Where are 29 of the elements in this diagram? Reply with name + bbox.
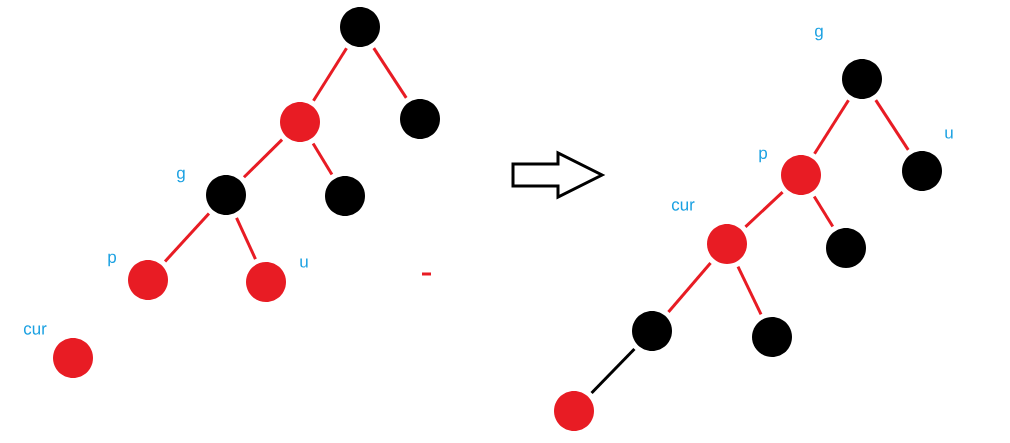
node-label: u xyxy=(945,129,953,139)
tree-node xyxy=(752,317,792,357)
tree-edge xyxy=(874,99,910,151)
tree-edge xyxy=(736,266,763,315)
tree-edge xyxy=(311,142,334,176)
node-label: cur xyxy=(23,325,47,335)
tree-node xyxy=(826,228,866,268)
tree-edge xyxy=(667,262,712,313)
node-label: p xyxy=(759,149,767,163)
node-label: p xyxy=(108,253,116,267)
tree-edge xyxy=(372,47,408,99)
node-label: cur xyxy=(671,201,695,211)
node-label: u xyxy=(300,258,308,268)
tree-edge xyxy=(744,191,784,228)
node-label: g xyxy=(177,169,185,183)
tree-node xyxy=(325,176,365,216)
tree-node xyxy=(340,7,380,47)
tree-edge xyxy=(163,212,211,263)
tree-node xyxy=(400,99,440,139)
tree-edge xyxy=(235,217,257,260)
tree-node xyxy=(554,391,594,431)
tree-edge xyxy=(812,195,835,228)
tree-node xyxy=(280,102,320,142)
tree-edge xyxy=(242,138,284,179)
node-label: g xyxy=(815,27,823,41)
tree-edge xyxy=(312,47,348,102)
tree-edge xyxy=(590,348,636,394)
tree-edge xyxy=(813,99,850,155)
tree-node xyxy=(632,311,672,351)
